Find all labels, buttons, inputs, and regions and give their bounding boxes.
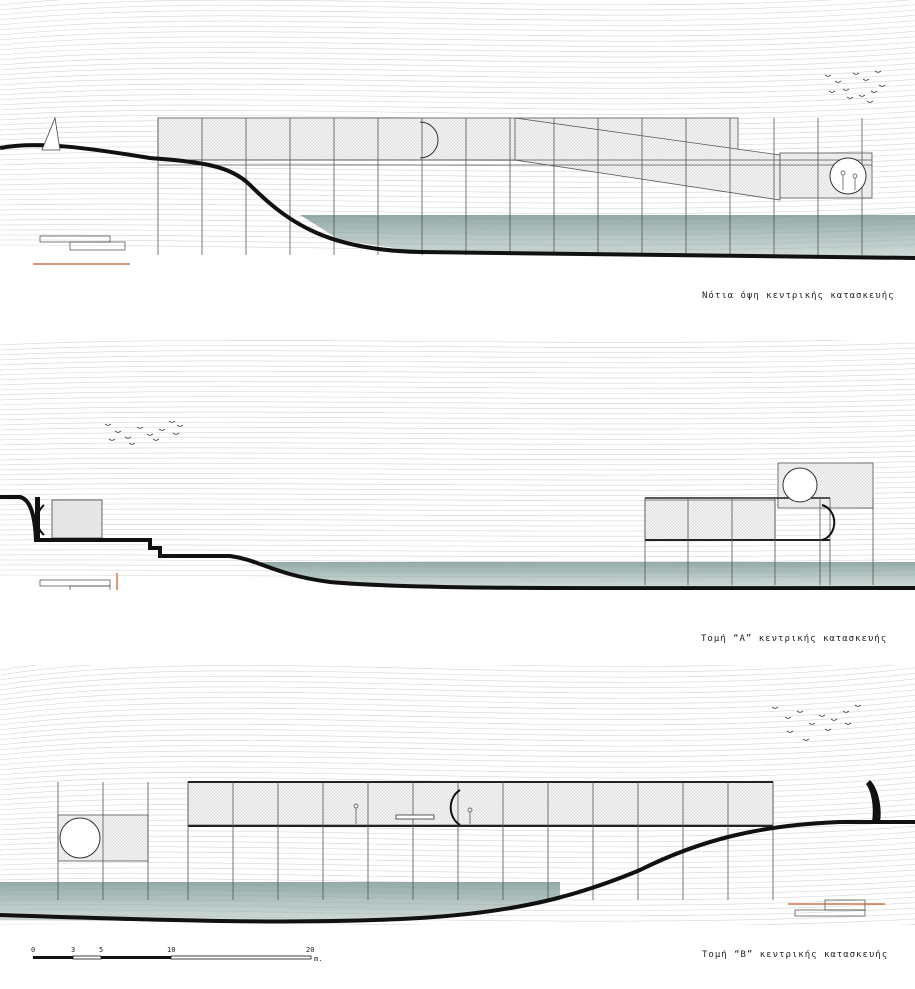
scale-tick-label: 10 <box>167 946 176 954</box>
section-b-structure <box>57 781 774 862</box>
terrain-section-line <box>0 495 915 590</box>
plan-key-diagram <box>33 235 130 265</box>
caption-section-b: Τομή “B” κεντρικής κατασκευής <box>702 950 889 960</box>
scale-bar <box>33 955 312 960</box>
caption-south-elevation: Νότια όψη κεντρικής κατασκευής <box>702 291 895 301</box>
scale-tick-label: 5 <box>99 946 104 954</box>
scale-tick-label: 3 <box>71 946 76 954</box>
human-figures <box>840 170 858 190</box>
bird-flock <box>104 420 184 445</box>
left-bunker <box>35 497 103 540</box>
curved-wall <box>821 504 836 541</box>
scale-tick-label: 20 <box>306 946 315 954</box>
monument-shard <box>41 116 61 151</box>
section-b-drawing <box>0 665 915 925</box>
structure-columns <box>644 498 874 585</box>
plan-key-diagram <box>39 573 118 590</box>
bird-flock <box>824 70 886 103</box>
round-portal <box>59 817 101 859</box>
structure-columns <box>57 782 774 900</box>
elevation-structure <box>157 117 873 201</box>
bench <box>395 814 435 820</box>
water-body <box>0 882 560 922</box>
round-portal <box>829 157 867 195</box>
terrain-section-line <box>0 820 915 924</box>
round-portal <box>782 467 818 503</box>
caption-section-a: Τομή “A” κεντρικής κατασκευής <box>701 634 888 644</box>
human-figures <box>353 803 473 824</box>
south-elevation-drawing <box>0 0 915 265</box>
curved-wall <box>866 780 881 822</box>
water-body <box>260 562 915 588</box>
water-body <box>300 215 915 258</box>
section-a-structure <box>644 462 874 541</box>
bird-flock <box>771 704 862 741</box>
scale-unit-label: m. <box>314 955 323 963</box>
round-portal-arc <box>419 121 439 159</box>
plan-key-diagram <box>788 899 885 917</box>
scale-tick-label: 0 <box>31 946 36 954</box>
terrain-section-line <box>0 143 915 260</box>
curved-wall <box>449 789 461 826</box>
section-a-drawing <box>0 340 915 590</box>
